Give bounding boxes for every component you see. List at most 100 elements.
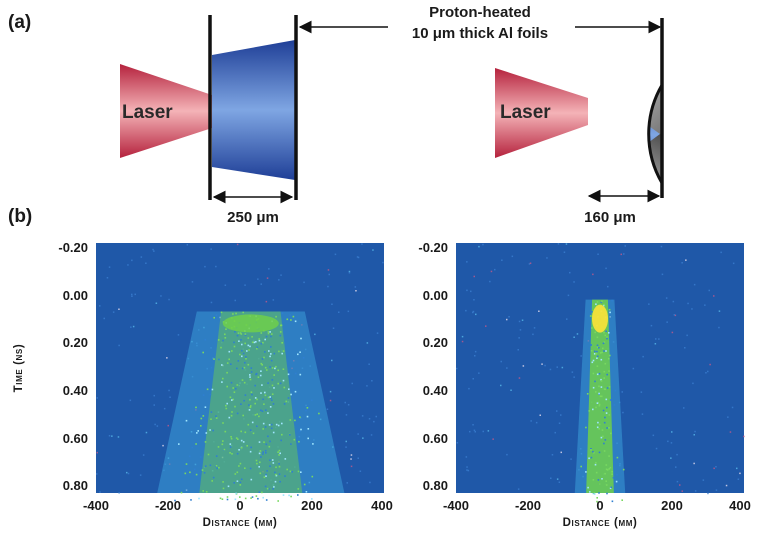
emission-grain bbox=[610, 432, 612, 435]
noise-speck bbox=[474, 355, 476, 357]
noise-speck bbox=[473, 299, 475, 301]
emission-grain bbox=[240, 333, 243, 335]
emission-grain bbox=[254, 384, 256, 387]
noise-speck bbox=[538, 310, 540, 312]
emission-grain bbox=[196, 432, 198, 434]
noise-speck bbox=[737, 478, 740, 480]
emission-grain bbox=[221, 498, 224, 500]
emission-grain bbox=[289, 419, 292, 421]
emission-grain bbox=[203, 472, 206, 474]
emission-grain bbox=[590, 448, 592, 450]
noise-speck bbox=[694, 430, 696, 433]
emission-grain bbox=[258, 441, 261, 443]
emission-grain bbox=[281, 352, 283, 355]
noise-speck bbox=[665, 297, 668, 299]
emission-grain bbox=[289, 433, 291, 436]
emission-grain bbox=[265, 475, 267, 477]
emission-grain bbox=[603, 370, 606, 373]
emission-grain bbox=[598, 451, 601, 454]
emission-grain bbox=[265, 443, 268, 446]
emission-grain bbox=[592, 479, 595, 481]
emission-grain bbox=[273, 374, 275, 376]
emission-grain bbox=[602, 409, 605, 412]
noise-speck bbox=[489, 280, 491, 283]
emission-grain bbox=[209, 464, 212, 467]
emission-grain bbox=[611, 299, 613, 302]
emission-grain bbox=[608, 427, 610, 429]
emission-grain bbox=[271, 399, 273, 401]
emission-grain bbox=[255, 373, 257, 376]
emission-grain bbox=[297, 470, 300, 473]
noise-speck bbox=[332, 327, 335, 329]
left-x-tick: -200 bbox=[155, 498, 181, 513]
noise-speck bbox=[350, 458, 352, 460]
emission-grain bbox=[261, 491, 263, 494]
emission-grain bbox=[604, 439, 607, 441]
emission-grain bbox=[259, 374, 262, 377]
emission-grain bbox=[178, 443, 180, 445]
emission-grain bbox=[266, 369, 268, 371]
noise-speck bbox=[500, 360, 502, 363]
emission-grain bbox=[200, 425, 202, 427]
noise-speck bbox=[346, 482, 348, 484]
noise-speck bbox=[605, 267, 607, 270]
emission-grain bbox=[223, 448, 226, 451]
left-y-tick: 0.00 bbox=[63, 288, 88, 303]
emission-grain bbox=[300, 428, 302, 431]
emission-grain bbox=[205, 491, 208, 493]
emission-grain bbox=[299, 416, 301, 418]
right-x-tick: 200 bbox=[661, 498, 683, 513]
emission-grain bbox=[232, 313, 234, 315]
emission-grain bbox=[235, 437, 238, 439]
emission-grain bbox=[288, 494, 290, 497]
noise-speck bbox=[153, 404, 155, 406]
noise-speck bbox=[743, 435, 745, 438]
noise-speck bbox=[210, 301, 213, 304]
emission-grain bbox=[243, 399, 245, 402]
noise-speck bbox=[350, 454, 353, 456]
emission-grain bbox=[220, 346, 222, 349]
emission-grain bbox=[257, 497, 259, 500]
noise-speck bbox=[736, 467, 738, 470]
noise-speck bbox=[592, 492, 595, 495]
emission-grain bbox=[290, 319, 292, 321]
emission-grain bbox=[598, 403, 601, 406]
emission-grain bbox=[258, 466, 260, 468]
right-y-tick: 0.20 bbox=[423, 335, 448, 350]
noise-speck bbox=[345, 446, 347, 448]
noise-speck bbox=[153, 394, 155, 397]
noise-speck bbox=[348, 270, 351, 273]
emission-grain bbox=[229, 452, 231, 454]
emission-grain bbox=[249, 376, 251, 378]
noise-speck bbox=[720, 251, 722, 254]
emission-grain bbox=[264, 449, 267, 452]
emission-grain bbox=[221, 364, 223, 366]
emission-grain bbox=[259, 461, 261, 464]
emission-grain bbox=[249, 378, 252, 381]
emission-grain bbox=[605, 480, 607, 482]
emission-grain bbox=[274, 367, 276, 370]
emission-grain bbox=[249, 405, 252, 407]
left-y-tick: 0.40 bbox=[63, 383, 88, 398]
emission-grain bbox=[275, 473, 277, 476]
emission-grain bbox=[180, 491, 183, 494]
right-dimension-label: 160 μm bbox=[584, 209, 636, 226]
emission-grain bbox=[302, 357, 305, 359]
y-axis-title: Time (ns) bbox=[13, 344, 25, 393]
emission-grain bbox=[228, 358, 230, 361]
noise-speck bbox=[558, 481, 561, 483]
emission-grain bbox=[242, 441, 245, 443]
left-x-axis-title: Distance (μm) bbox=[203, 517, 278, 529]
emission-grain bbox=[275, 365, 277, 368]
emission-grain bbox=[250, 497, 252, 499]
emission-grain bbox=[294, 320, 297, 323]
emission-grain bbox=[251, 393, 253, 396]
noise-speck bbox=[707, 492, 709, 495]
noise-speck bbox=[382, 261, 384, 264]
emission-grain bbox=[278, 454, 280, 456]
emission-grain bbox=[236, 334, 239, 337]
noise-speck bbox=[551, 454, 554, 456]
emission-grain bbox=[593, 451, 595, 454]
noise-speck bbox=[485, 325, 487, 327]
noise-speck bbox=[718, 310, 721, 312]
